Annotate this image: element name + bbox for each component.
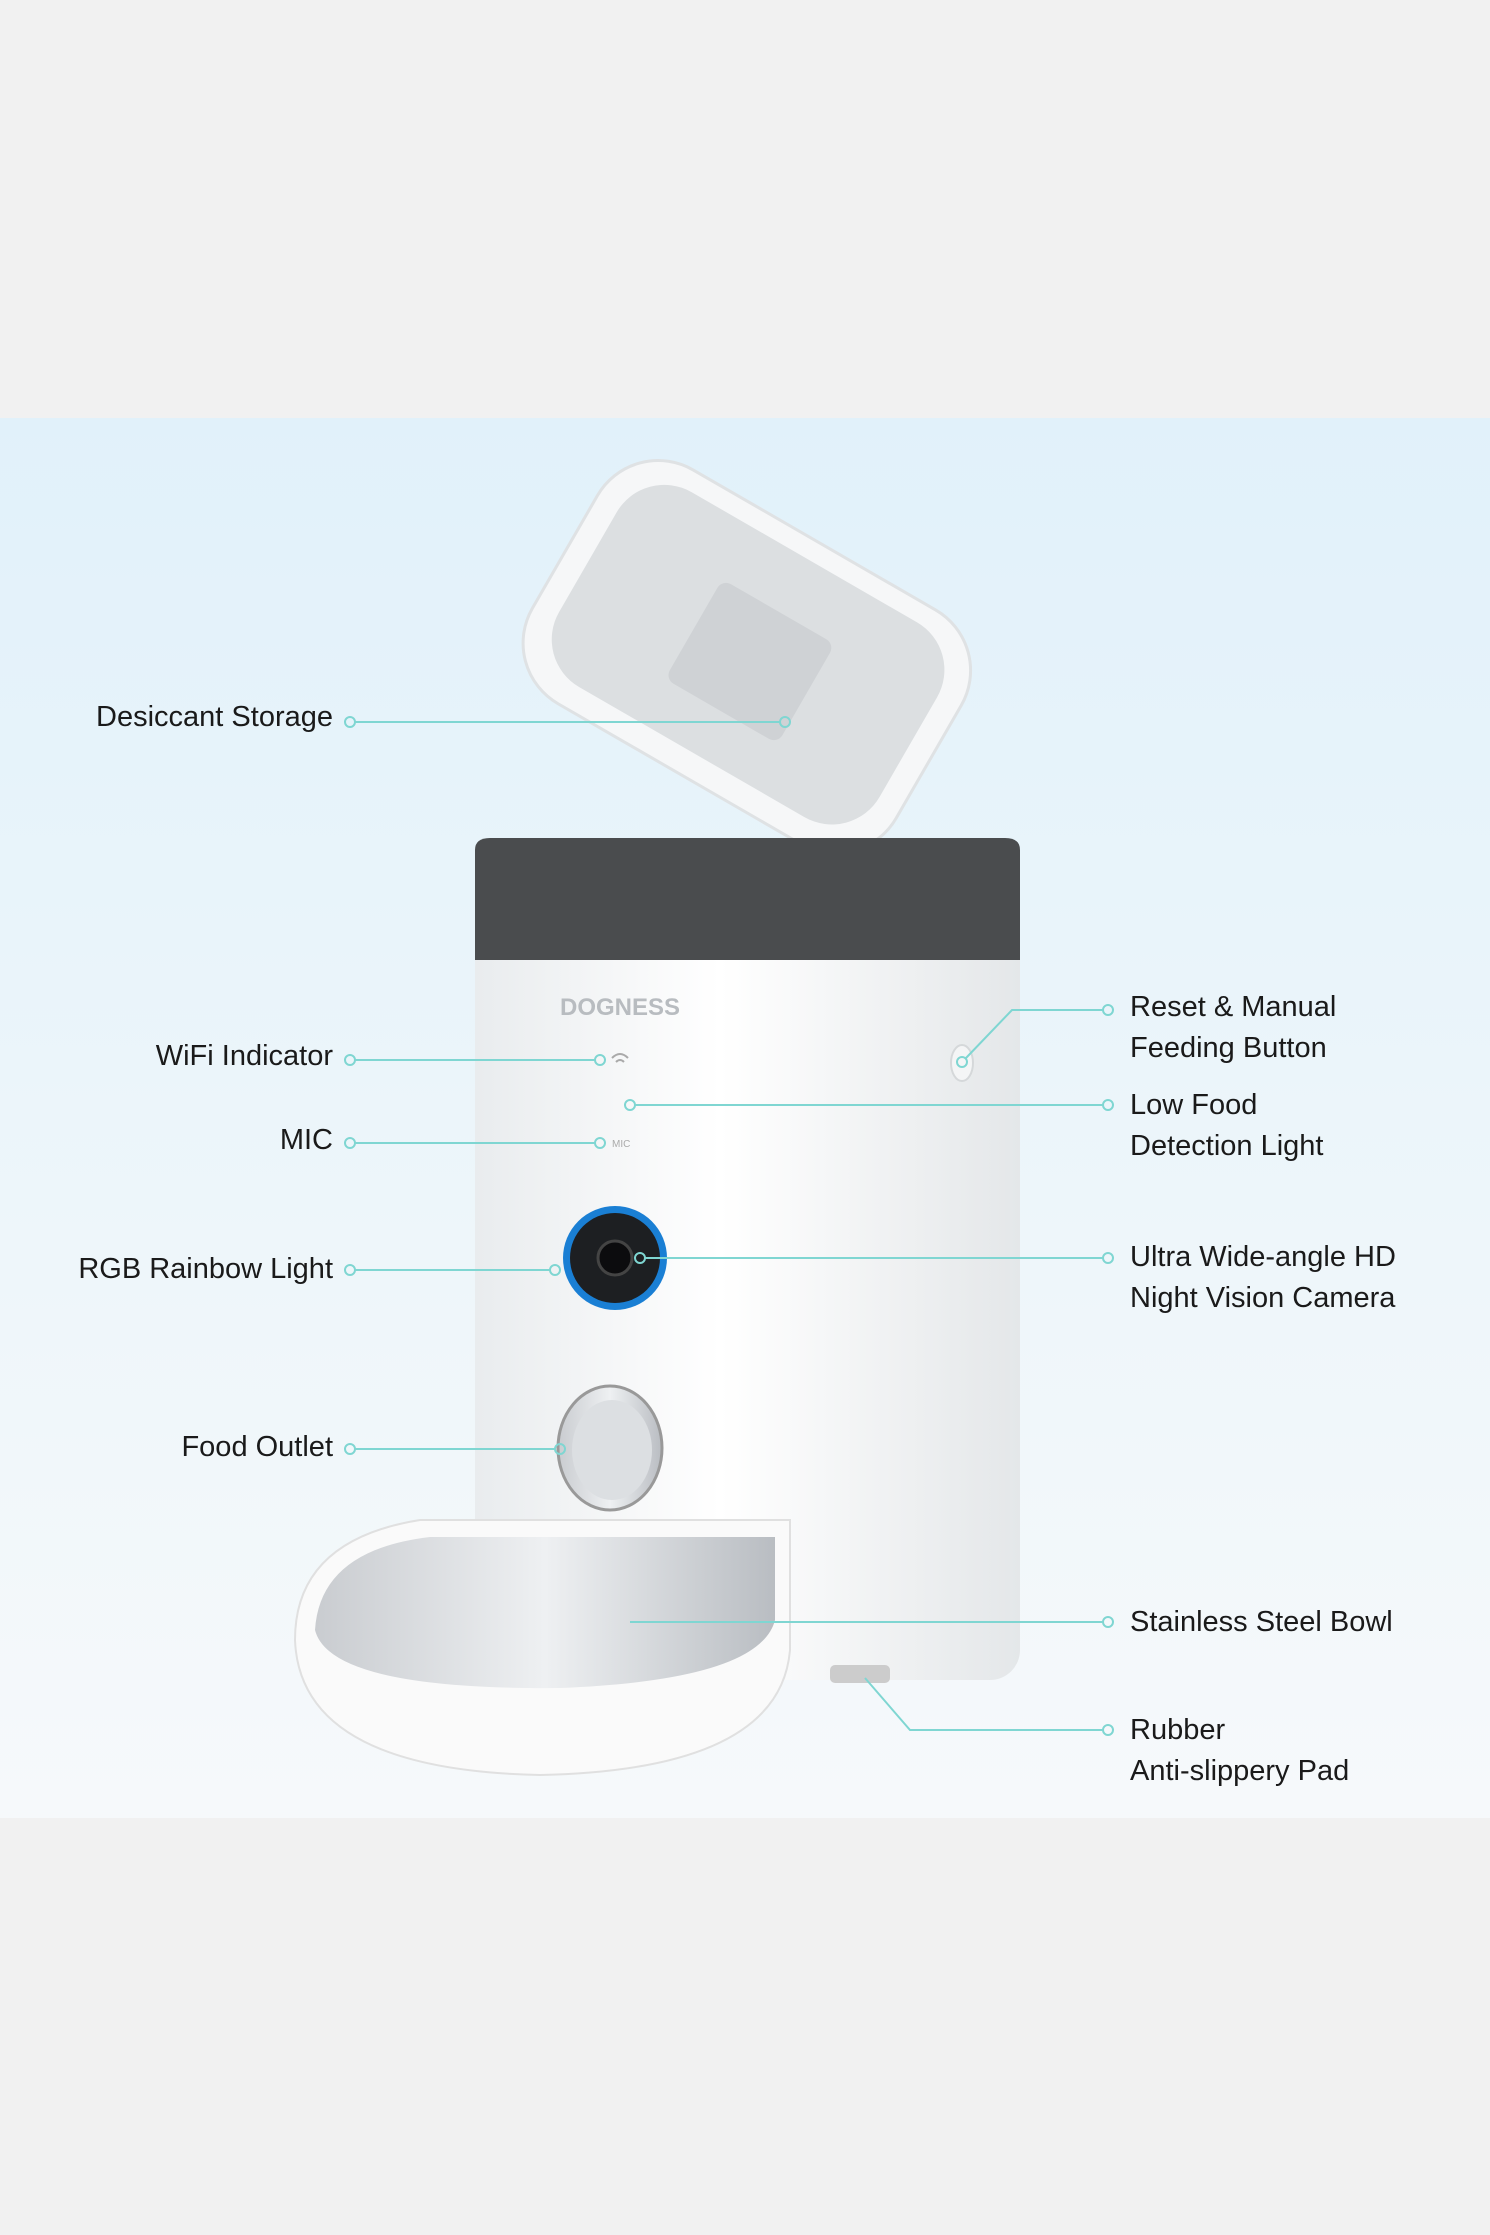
- label-line: Anti-slippery Pad: [1130, 1755, 1350, 1787]
- label-rgb-rainbow-light: RGB Rainbow Light: [78, 1253, 333, 1285]
- label-line: Low Food: [1130, 1089, 1258, 1121]
- hopper-rim: [475, 838, 1020, 960]
- label-mic: MIC: [279, 1124, 333, 1156]
- label-desiccant-storage: Desiccant Storage: [96, 701, 333, 733]
- svg-text:MIC: MIC: [612, 1139, 630, 1150]
- label-camera: Ultra Wide-angle HD Night Vision Camera: [1130, 1237, 1396, 1319]
- label-stainless-bowl: Stainless Steel Bowl: [1130, 1602, 1393, 1643]
- wifi-icon: [611, 1053, 629, 1063]
- label-food-outlet: Food Outlet: [181, 1431, 333, 1463]
- label-line: Ultra Wide-angle HD: [1130, 1241, 1396, 1273]
- label-line: Reset & Manual: [1130, 991, 1337, 1023]
- label-wifi-indicator: WiFi Indicator: [155, 1040, 333, 1072]
- label-line: Night Vision Camera: [1130, 1282, 1396, 1314]
- reset-button: [950, 1044, 974, 1082]
- feeder-body: DOGNESS MIC: [475, 838, 1020, 1683]
- label-line: Detection Light: [1130, 1130, 1324, 1162]
- lid: [521, 459, 973, 855]
- callout-lines: [344, 716, 1114, 1736]
- label-line: Feeding Button: [1130, 1032, 1327, 1064]
- bowl: [293, 1519, 791, 1777]
- label-line: Stainless Steel Bowl: [1130, 1606, 1393, 1638]
- desiccant-grille: [668, 582, 832, 741]
- rubber-pad: [830, 1665, 890, 1683]
- label-line: Rubber: [1130, 1714, 1226, 1746]
- brand-logo: DOGNESS: [560, 994, 680, 1021]
